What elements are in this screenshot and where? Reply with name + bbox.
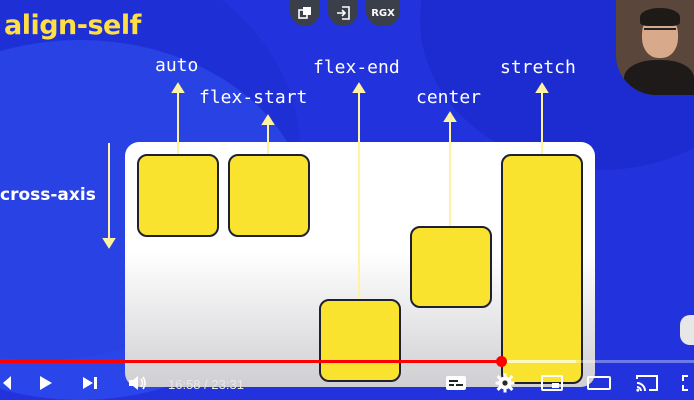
next-icon [83, 377, 97, 389]
label-auto: auto [155, 55, 199, 76]
cross-axis-label: cross-axis [0, 185, 96, 205]
duration: 23:31 [211, 377, 244, 392]
gear-icon [495, 373, 515, 393]
next-button[interactable] [78, 366, 102, 400]
cast-button[interactable] [634, 366, 660, 400]
flex-item-flex-end [319, 299, 401, 382]
slide-title: align-self [4, 10, 141, 41]
miniplayer-icon [541, 375, 563, 391]
subtitles-icon [446, 376, 466, 390]
label-center: center [416, 87, 482, 108]
volume-button[interactable] [126, 366, 150, 400]
cast-icon [636, 375, 658, 392]
copy-icon[interactable] [290, 0, 320, 26]
cross-axis-arrow-head [102, 238, 116, 249]
label-flex-end: flex-end [313, 57, 400, 78]
arrow-flex-end-head [352, 82, 366, 93]
flex-item-stretch [501, 154, 583, 384]
theater-mode-button[interactable] [586, 366, 612, 400]
side-handle[interactable] [680, 315, 694, 345]
label-stretch: stretch [500, 57, 576, 78]
miniplayer-button[interactable] [539, 366, 565, 400]
channel-badge[interactable]: RGX [366, 0, 400, 26]
progress-played [0, 360, 501, 363]
theater-icon [587, 376, 611, 390]
arrow-auto-head [171, 82, 185, 93]
arrow-stretch-head [535, 82, 549, 93]
sign-in-icon[interactable] [328, 0, 358, 26]
arrow-center-head [443, 111, 457, 122]
player-controls: 16:58 / 23:31 [0, 366, 694, 400]
progress-bar[interactable] [0, 356, 694, 367]
label-flex-start: flex-start [199, 87, 308, 108]
current-time: 16:58 [168, 377, 201, 392]
flex-item-auto [137, 154, 219, 237]
fullscreen-icon [682, 375, 688, 391]
flex-item-center [410, 226, 492, 308]
volume-icon [129, 376, 146, 390]
fullscreen-button[interactable] [682, 366, 694, 400]
time-separator: / [200, 377, 212, 392]
time-display: 16:58 / 23:31 [168, 377, 244, 392]
flex-item-flex-start [228, 154, 310, 237]
subtitles-button[interactable] [443, 366, 469, 400]
play-button[interactable] [34, 366, 58, 400]
arrow-flex-start-head [261, 114, 275, 125]
progress-scrubber[interactable] [495, 356, 507, 367]
presenter-webcam [616, 0, 694, 95]
play-icon [40, 376, 52, 390]
previous-icon[interactable] [0, 366, 12, 400]
video-overlay-icons: RGX [290, 0, 400, 26]
settings-button[interactable] [492, 366, 518, 400]
